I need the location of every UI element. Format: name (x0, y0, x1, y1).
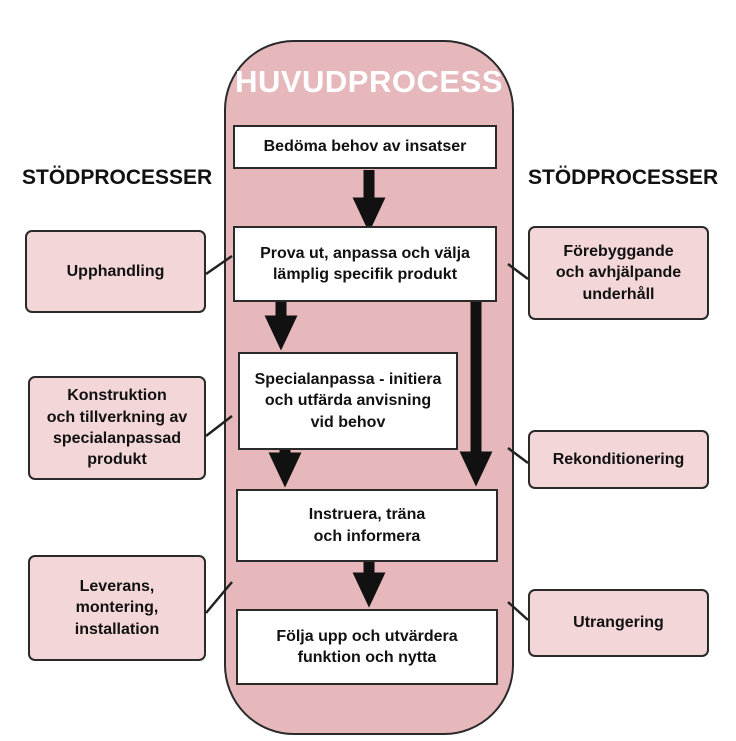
support-konstruktion: Konstruktion och tillverkning av special… (28, 376, 206, 480)
support-leverans-line: montering, (75, 599, 159, 617)
main-step-4-line: Instruera, träna (308, 506, 426, 524)
main-step-4-line: och informera (313, 527, 421, 545)
main-step-2-line: lämplig specifik produkt (272, 266, 458, 283)
main-step-4: Instruera, träna och informera (236, 489, 498, 562)
connector-konstruktion (205, 415, 233, 437)
main-step-1: Bedöma behov av insatser (233, 125, 497, 169)
support-leverans: Leverans, montering, installation (28, 555, 206, 661)
main-step-5-line: Följa upp och utvärdera (276, 627, 458, 645)
support-konstruktion-line: produkt (87, 451, 147, 469)
support-utrangering: Utrangering (528, 589, 709, 657)
main-step-3-line: Specialanpassa - initiera (254, 371, 442, 389)
support-rekonditionering-line: Rekonditionering (552, 450, 685, 468)
left-support-title: STÖDPROCESSER (22, 166, 213, 189)
main-step-2: Prova ut, anpassa och välja lämplig spec… (233, 226, 497, 302)
support-underhall-line: underhåll (582, 285, 655, 303)
connector-underhall (507, 263, 529, 280)
main-process-title: HUVUDPROCESS (235, 64, 503, 99)
support-upphandling-line: Upphandling (66, 262, 165, 280)
support-underhall: Förebyggande och avhjälpande underhåll (528, 226, 709, 320)
connector-utrangering (507, 601, 529, 621)
right-support-title: STÖDPROCESSER (528, 166, 719, 189)
support-upphandling: Upphandling (25, 230, 206, 313)
main-step-3-line: vid behov (310, 413, 386, 431)
main-step-5-line: funktion och nytta (297, 649, 437, 666)
connector-upphandling (205, 254, 233, 276)
support-rekonditionering: Rekonditionering (528, 430, 709, 489)
support-konstruktion-line: och tillverkning av (46, 408, 188, 426)
main-step-1-line: Bedöma behov av insatser (263, 138, 467, 156)
support-leverans-line: installation (74, 620, 160, 638)
main-step-3-line: och utfärda anvisning (264, 392, 432, 410)
support-leverans-line: Leverans, (79, 578, 155, 596)
support-konstruktion-line: specialanpassad (52, 430, 182, 447)
main-step-5: Följa upp och utvärdera funktion och nyt… (236, 609, 498, 685)
support-underhall-line: Förebyggande (563, 243, 674, 261)
support-underhall-line: och avhjälpande (555, 264, 682, 282)
main-step-3: Specialanpassa - initiera och utfärda an… (238, 352, 458, 450)
connector-leverans (205, 581, 233, 614)
main-step-2-line: Prova ut, anpassa och välja (260, 244, 470, 262)
support-konstruktion-line: Konstruktion (67, 387, 167, 405)
support-utrangering-line: Utrangering (573, 614, 664, 632)
connector-rekonditionering (507, 447, 529, 464)
